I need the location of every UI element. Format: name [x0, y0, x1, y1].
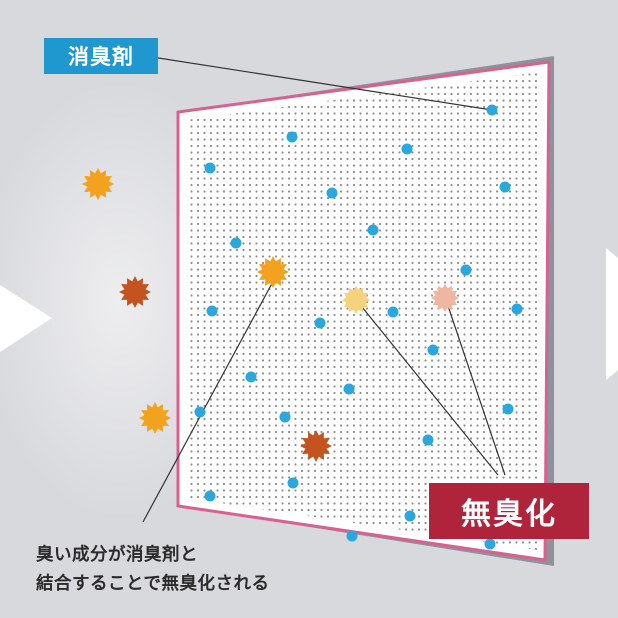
deodorant-particles [194, 104, 523, 550]
caption-line-2: 結合することで無臭化される [36, 574, 270, 594]
deodorant-particle-icon [484, 538, 496, 550]
odor-particle-icon [300, 430, 332, 462]
leader-line-neutralized-2 [445, 299, 506, 476]
neutralized-particle-icon [431, 284, 459, 312]
deodorant-particle-icon [499, 181, 511, 193]
odorless-label: 無臭化 [429, 483, 589, 539]
deodorant-particle-icon [194, 406, 206, 418]
leader-line-caption [142, 275, 277, 523]
deodorant-particle-icon [204, 162, 216, 174]
deodorant-particle-icon [387, 306, 399, 318]
deodorant-particle-icon [314, 317, 326, 329]
deodorant-label: 消臭剤 [44, 38, 158, 74]
leader-line-deodorant [151, 56, 493, 111]
odor-particle-icon [257, 256, 289, 288]
deodorant-particle-icon [343, 383, 355, 395]
deodorant-particle-icon [230, 237, 242, 249]
deodorant-particle-icon [427, 344, 439, 356]
deodorant-particle-icon [206, 305, 218, 317]
odor-particle-icon [82, 168, 114, 200]
leader-lines [142, 56, 506, 523]
leader-line-neutralized-1 [357, 301, 499, 476]
deodorant-particle-icon [287, 477, 299, 489]
deodorant-particle-icon [245, 371, 257, 383]
deodorant-particle-icon [367, 224, 379, 236]
right-arrow-icon [606, 248, 618, 380]
deodorant-particle-icon [279, 411, 291, 423]
deodorant-particle-icon [326, 187, 338, 199]
deodorant-particle-icon [404, 510, 416, 522]
caption: 臭い成分が消臭剤と 結合することで無臭化される [36, 541, 396, 599]
caption-line-1: 臭い成分が消臭剤と [36, 545, 198, 565]
deodorant-particle-icon [286, 131, 298, 143]
deodorant-particle-icon [422, 434, 434, 446]
left-arrow-icon [0, 285, 52, 352]
deodorant-particle-icon [502, 403, 514, 415]
deodorant-particle-icon [511, 303, 523, 315]
deodorant-particle-icon [460, 264, 472, 276]
deodorant-particle-icon [401, 143, 413, 155]
odor-particle-icon [139, 402, 171, 434]
odor-particle-icon [119, 276, 151, 308]
odor-particles [82, 168, 459, 462]
deodorant-particle-icon [346, 530, 358, 542]
deodorant-particle-icon [486, 104, 498, 116]
deodorant-particle-icon [204, 490, 216, 502]
neutralized-particle-icon [342, 286, 370, 314]
